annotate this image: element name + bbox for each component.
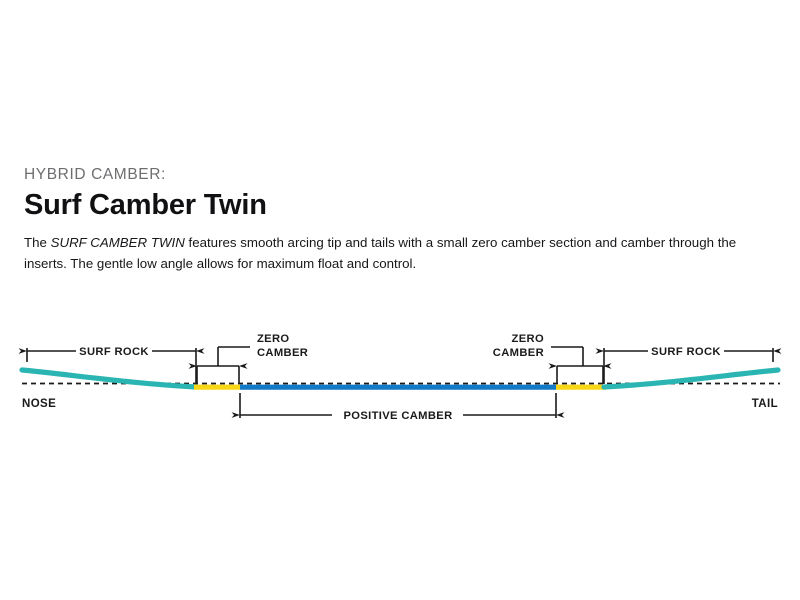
dim-label-surf-rock-right: SURF ROCK bbox=[651, 346, 721, 358]
dim-zero-camber-left: ZERO CAMBER bbox=[188, 333, 308, 384]
dim-surf-rock-right: SURF ROCK bbox=[595, 346, 782, 384]
header-block: HYBRID CAMBER: Surf Camber Twin bbox=[24, 166, 784, 222]
dim-label-surf-rock-left: SURF ROCK bbox=[79, 346, 149, 358]
page-title: Surf Camber Twin bbox=[24, 188, 267, 221]
board-profile bbox=[19, 367, 781, 390]
dim-surf-rock-left: SURF ROCK bbox=[18, 346, 205, 384]
camber-profile-diagram: SURF ROCK ZERO CAMBER bbox=[0, 310, 800, 440]
dim-label-zero-camber-left-line2: CAMBER bbox=[257, 347, 308, 359]
dim-label-positive-camber: POSITIVE CAMBER bbox=[343, 410, 452, 422]
label-nose: NOSE bbox=[22, 398, 56, 410]
dim-label-zero-camber-left-line1: ZERO bbox=[257, 333, 289, 345]
page-eyebrow: HYBRID CAMBER: bbox=[24, 166, 166, 183]
description-rest: features smooth arcing tip and tails wit… bbox=[24, 235, 737, 271]
board-segment-nose-surf-rock bbox=[19, 367, 199, 390]
label-tail: TAIL bbox=[752, 398, 778, 410]
description-paragraph: The SURF CAMBER TWIN features smooth arc… bbox=[24, 233, 776, 274]
description-lead: The bbox=[24, 235, 51, 250]
dim-label-zero-camber-right-line2: CAMBER bbox=[493, 347, 544, 359]
description-emphasis: SURF CAMBER TWIN bbox=[50, 235, 185, 250]
dim-zero-camber-right: ZERO CAMBER bbox=[493, 333, 612, 384]
dim-label-zero-camber-right-line1: ZERO bbox=[512, 333, 544, 345]
board-segment-tail-surf-rock bbox=[601, 367, 781, 390]
dim-positive-camber: POSITIVE CAMBER bbox=[231, 393, 565, 422]
